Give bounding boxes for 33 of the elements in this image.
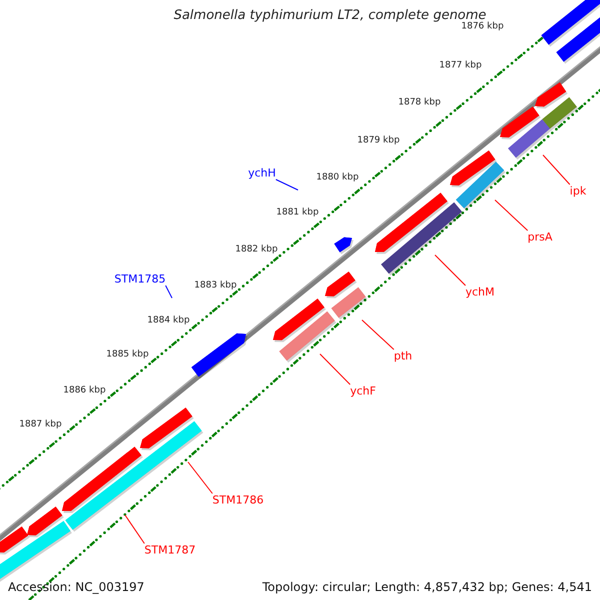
leader-line [188,462,213,494]
gene-label: ychF [350,384,376,398]
tick-label: 1885 kbp [106,349,149,360]
leader-line [320,354,351,385]
gene-label: STM1787 [144,544,196,556]
gene-label: STM1786 [212,494,264,506]
gene-label: ychH [248,166,276,180]
leader-line [165,285,172,298]
chart-title: Salmonella typhimurium LT2, complete genome [172,8,488,23]
accession-label: Accession: NC_003197 [8,580,144,594]
leader-line [434,254,466,286]
leader-line [494,200,528,231]
tick-label: 1886 kbp [63,385,106,396]
tick-label: 1882 kbp [235,244,278,254]
tick-label: 1879 kbp [357,135,400,146]
leader-line [542,154,570,185]
tick-label: 1884 kbp [147,315,190,326]
leader-line [362,320,394,350]
leader-line [275,179,298,190]
tick-label: 1878 kbp [398,97,441,108]
gene-label: ipk [570,184,586,198]
gene-label: STM1785 [114,272,166,286]
genome-info: Topology: circular; Length: 4,857,432 bp; Genes: 4,541 [262,580,592,594]
tick-label: 1876 kbp [461,21,504,32]
leader-line [124,514,145,544]
tick-label: 1883 kbp [194,280,237,290]
tick-label: 1877 kbp [439,60,482,70]
gene-label: prsA [528,230,552,244]
tick-label: 1880 kbp [316,172,359,182]
tick-label: 1881 kbp [276,207,319,218]
gene-label: pth [394,350,412,362]
tick-label: 1887 kbp [19,419,62,430]
gene-label: ychM [465,286,495,298]
